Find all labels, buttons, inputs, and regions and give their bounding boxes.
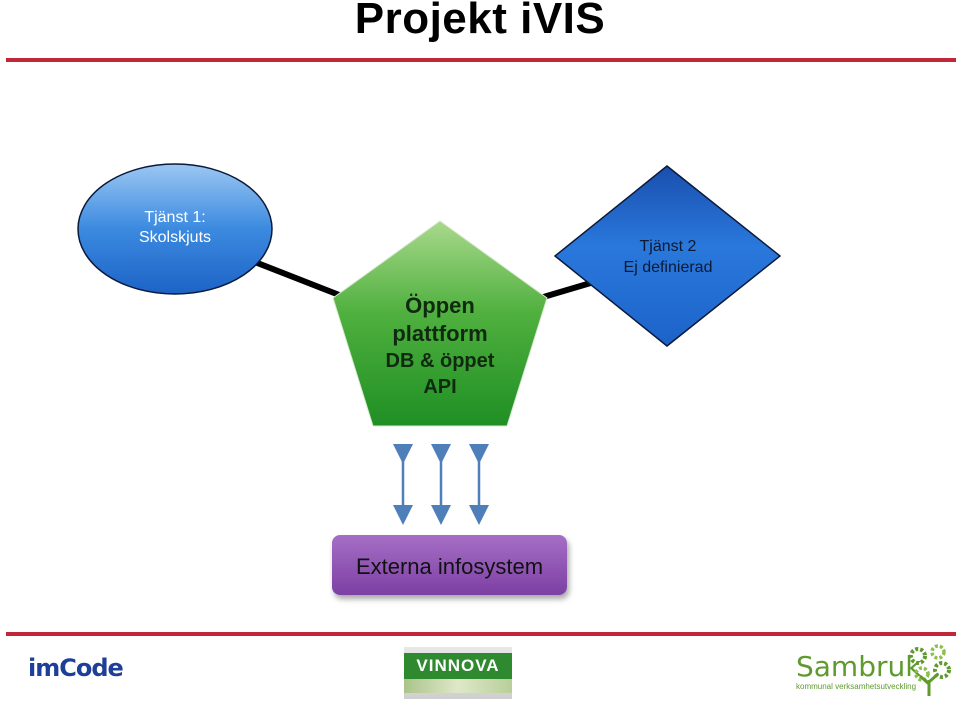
- service2-label: Tjänst 2 Ej definierad: [578, 236, 758, 278]
- sambruk-logo-name: Sambruk: [796, 650, 922, 683]
- vinnova-logo: VINNOVA: [404, 647, 512, 699]
- platform-label-line3: DB & öppet: [385, 350, 495, 372]
- platform-label-line1: Öppen: [405, 293, 475, 318]
- imcode-logo: imCode: [28, 654, 124, 682]
- footer-divider: [6, 632, 956, 636]
- page-title: Projekt iVIS: [354, 0, 606, 43]
- service1-label: Tjänst 1: Skolskjuts: [80, 208, 270, 248]
- platform-label-line2: plattform: [392, 321, 488, 346]
- vinnova-logo-band: VINNOVA: [404, 653, 512, 679]
- connector-platform-service2: [539, 279, 595, 301]
- service2-label-line1: Tjänst 2: [639, 238, 697, 255]
- external-systems-label: Externa infosystem: [355, 554, 544, 579]
- sambruk-logo: Sambruk kommunal verksamhetsutveckling: [796, 650, 922, 692]
- service1-label-line1: Tjänst 1:: [144, 209, 206, 226]
- platform-label-line4: API: [423, 376, 457, 398]
- vinnova-logo-text: VINNOVA: [416, 656, 500, 675]
- service2-node[interactable]: [553, 165, 782, 347]
- platform-node[interactable]: [332, 220, 548, 427]
- service1-node[interactable]: [77, 163, 273, 295]
- service2-label-line2: Ej definierad: [623, 259, 713, 276]
- external-systems-node[interactable]: Externa infosystem: [332, 535, 567, 595]
- title-divider: [6, 58, 956, 62]
- platform-label: Öppen plattform DB & öppet API: [342, 292, 538, 400]
- sambruk-logo-tagline: kommunal verksamhetsutveckling: [796, 682, 917, 691]
- service1-label-line2: Skolskjuts: [138, 229, 212, 246]
- sambruk-gears-icon: [909, 644, 951, 696]
- vinnova-leaf-graphic: [404, 679, 512, 693]
- connector-service1-platform: [253, 259, 354, 303]
